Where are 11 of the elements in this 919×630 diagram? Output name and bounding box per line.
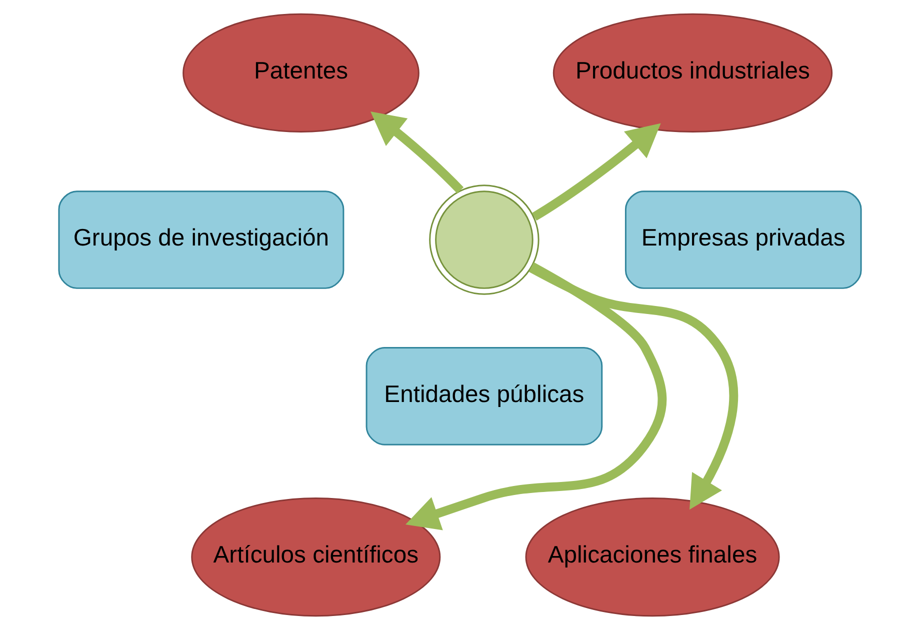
node-ellipse: Productos industriales: [552, 13, 832, 133]
node-box: Empresas privadas: [624, 190, 862, 289]
arrow: [405, 262, 666, 530]
node-ellipse: Artículos científicos: [190, 497, 440, 617]
arrow: [531, 123, 660, 221]
arrow: [370, 112, 464, 194]
node-circle: [428, 184, 539, 295]
node-box: Grupos de investigación: [58, 190, 344, 289]
node-ellipse: Aplicaciones finales: [524, 497, 780, 617]
node-ellipse: Patentes: [182, 13, 419, 133]
node-box: Entidades públicas: [365, 347, 602, 446]
